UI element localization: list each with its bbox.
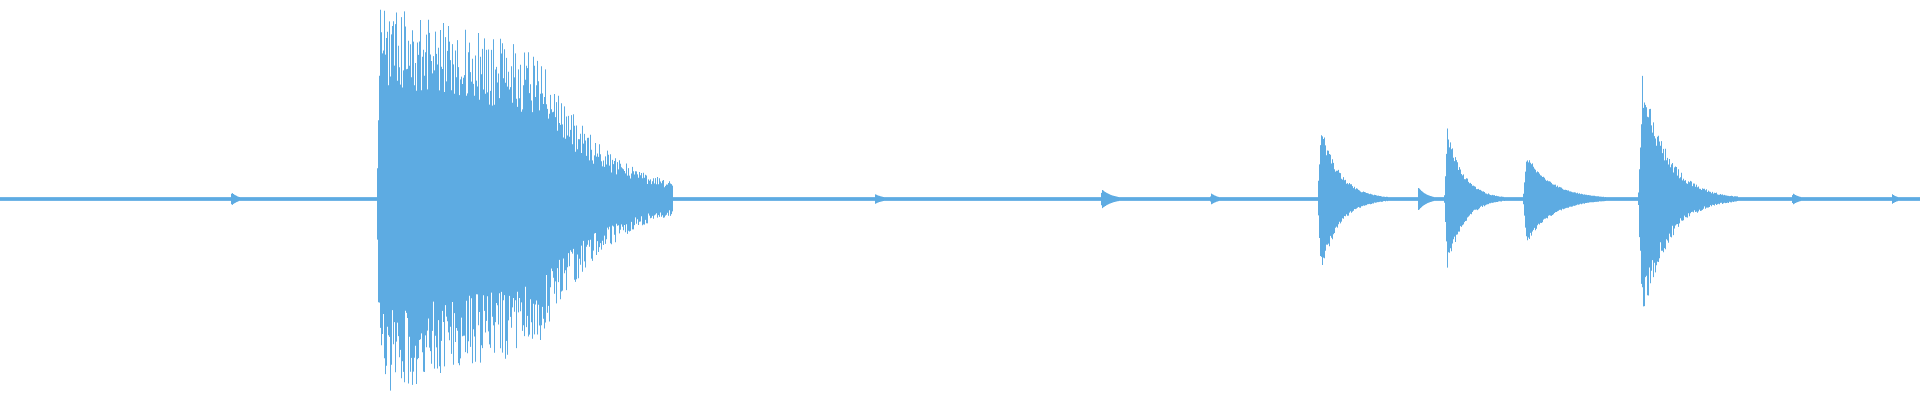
waveform-samples: [0, 9, 1920, 391]
waveform-path: [0, 9, 1920, 391]
